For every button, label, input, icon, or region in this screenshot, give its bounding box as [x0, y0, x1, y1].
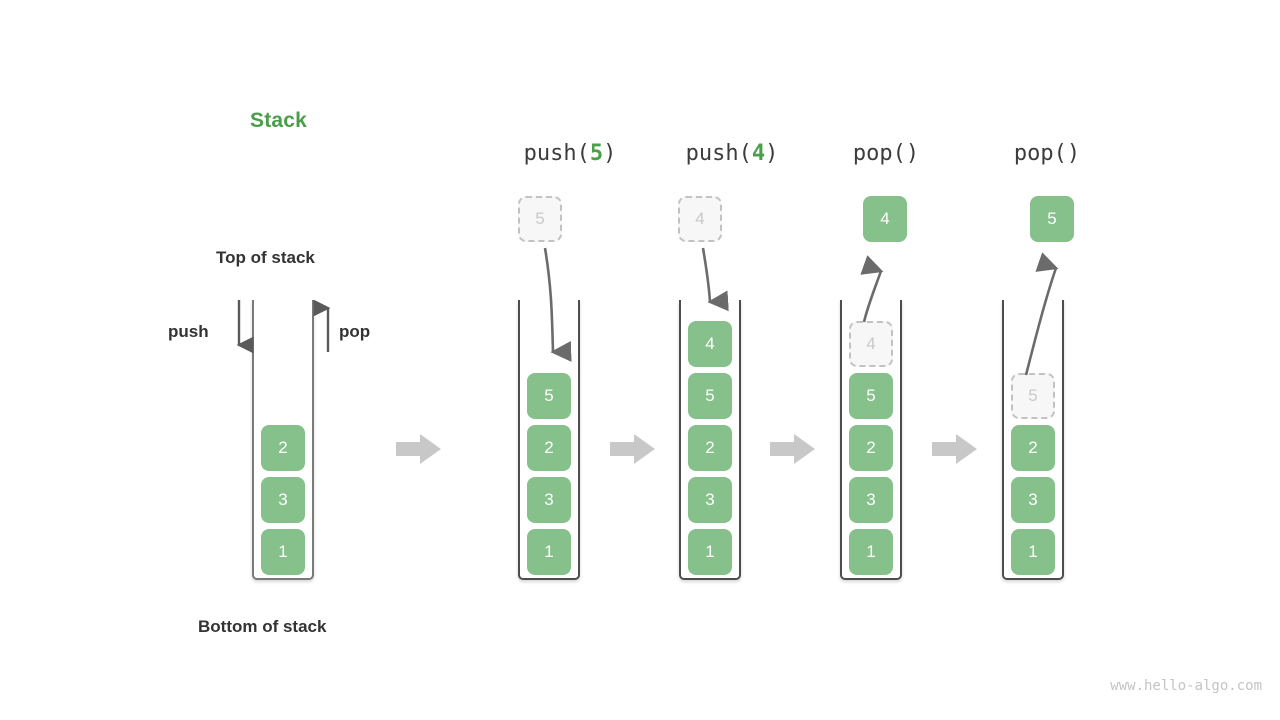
- stack-ghost-cell: 5: [1011, 373, 1055, 419]
- caption-prefix: pop(: [1013, 141, 1067, 166]
- operation-caption-pop-1: pop(): [840, 141, 932, 166]
- stack-cell: 5: [688, 373, 732, 419]
- label-push: push: [168, 322, 209, 341]
- stack-cell: 3: [688, 477, 732, 523]
- external-popped-cell: 5: [1030, 196, 1074, 242]
- stack-cell: 3: [1011, 477, 1055, 523]
- caption-arg: 5: [589, 141, 604, 166]
- arrow-right-icon: [770, 434, 815, 464]
- caption-prefix: push(: [523, 141, 590, 166]
- label-top-of-stack: Top of stack: [216, 248, 315, 267]
- caption-prefix: pop(: [852, 141, 906, 166]
- arrow-right-icon: [396, 434, 441, 464]
- push-motion-arrow-4: [701, 247, 729, 312]
- transition-arrow-1: [396, 432, 442, 466]
- page-title: Stack: [250, 109, 308, 132]
- stack-cell: 2: [849, 425, 893, 471]
- stack-cell: 5: [527, 373, 571, 419]
- label-bottom-of-stack: Bottom of stack: [198, 617, 327, 636]
- stack-cell: 1: [688, 529, 732, 575]
- stack-ghost-cell: 4: [849, 321, 893, 367]
- stack-cell: 2: [688, 425, 732, 471]
- external-popped-cell: 4: [863, 196, 907, 242]
- label-pop: pop: [339, 322, 371, 341]
- stack-cell: 1: [849, 529, 893, 575]
- caption-suffix: ): [905, 141, 920, 166]
- stack-cell: 1: [261, 529, 305, 575]
- arrow-right-icon: [610, 434, 655, 464]
- stack-cell: 2: [527, 425, 571, 471]
- caption-suffix: ): [603, 141, 617, 166]
- transition-arrow-3: [770, 432, 816, 466]
- caption-suffix: ): [1066, 141, 1081, 166]
- caption-suffix: ): [765, 141, 779, 166]
- stack-cell: 3: [261, 477, 305, 523]
- stack-cell: 1: [527, 529, 571, 575]
- operation-caption-pop-2: pop(): [1001, 141, 1093, 166]
- stack-cell: 1: [1011, 529, 1055, 575]
- stack-cell: 5: [849, 373, 893, 419]
- stack-cell: 4: [688, 321, 732, 367]
- caption-arg: 4: [751, 141, 766, 166]
- external-ghost-cell: 4: [678, 196, 722, 242]
- operation-caption-push-4: push(4): [680, 141, 784, 166]
- stack-cell: 3: [849, 477, 893, 523]
- stack-cell: 2: [1011, 425, 1055, 471]
- caption-prefix: push(: [685, 141, 752, 166]
- transition-arrow-2: [610, 432, 656, 466]
- stack-cell: 2: [261, 425, 305, 471]
- watermark: www.hello-algo.com: [1110, 678, 1262, 694]
- transition-arrow-4: [932, 432, 978, 466]
- arrow-right-icon: [932, 434, 977, 464]
- stack-cell: 3: [527, 477, 571, 523]
- operation-caption-push-5: push(5): [518, 141, 622, 166]
- external-ghost-cell: 5: [518, 196, 562, 242]
